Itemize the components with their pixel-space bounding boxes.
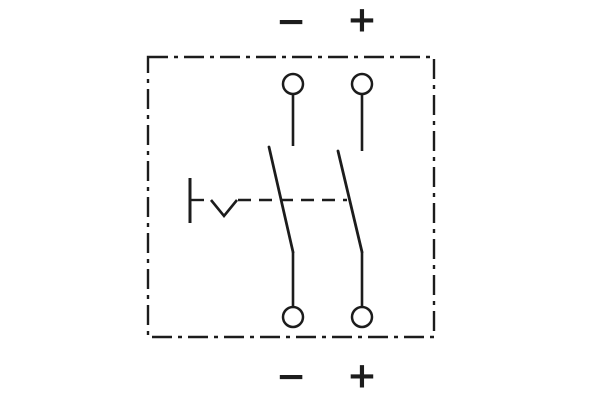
switch-blade-positive	[336, 149, 364, 254]
terminal-top-negative	[281, 72, 305, 96]
detent-notch	[209, 199, 239, 219]
polarity-label-top-negative: −	[276, 2, 306, 43]
terminal-bottom-positive	[350, 305, 374, 329]
terminal-bottom-negative	[281, 305, 305, 329]
enclosure-boundary	[146, 55, 436, 339]
polarity-label-bottom-positive: +	[347, 356, 377, 397]
polarity-label-bottom-negative: −	[276, 357, 306, 398]
polarity-label-top-positive: +	[347, 0, 377, 41]
terminal-top-positive	[350, 72, 374, 96]
